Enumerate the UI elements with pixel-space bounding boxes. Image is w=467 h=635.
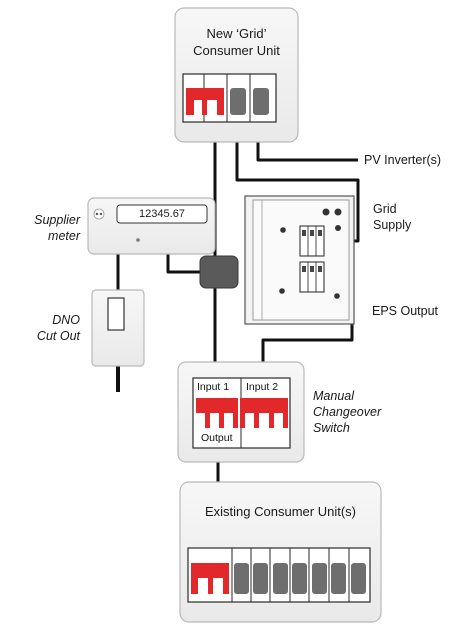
grid-supply-line2: Supply: [373, 218, 412, 232]
changeover-input2-switch: [240, 398, 288, 428]
supplier-meter: [87, 197, 216, 255]
new-cu-title: New ‘Grid’ Consumer Unit: [175, 25, 298, 59]
existing-cu-breaker: [234, 563, 249, 594]
new-cu-title-line1: New ‘Grid’: [206, 26, 267, 41]
dno-cutout-line2: Cut Out: [36, 329, 80, 343]
grid-supply-line1: Grid: [373, 202, 397, 216]
new-cu-breaker-2: [253, 88, 269, 115]
changeover-line2: Changeover: [313, 405, 382, 419]
new-cu-title-line2: Consumer Unit: [193, 43, 280, 58]
inverter-terminal-box: [244, 195, 355, 325]
changeover-label: Manual Changeover Switch: [313, 388, 381, 436]
changeover-input1-switch: [196, 398, 238, 428]
existing-cu-title: Existing Consumer Unit(s): [205, 504, 356, 519]
existing-cu-breaker: [351, 563, 366, 594]
existing-cu-breaker: [331, 563, 346, 594]
dno-cutout-line1: DNO: [52, 313, 80, 327]
changeover-input2-label: Input 2: [246, 381, 279, 393]
wire-pv-inverter: [256, 142, 358, 162]
pv-inverter-label: PV Inverter(s): [364, 153, 442, 167]
new-cu-breaker-1: [230, 88, 246, 115]
existing-cu-breaker: [273, 563, 288, 594]
existing-cu-breaker: [253, 563, 268, 594]
new-consumer-unit: [174, 7, 299, 143]
eps-output-label: EPS Output: [372, 304, 439, 318]
supplier-meter-line2: meter: [48, 229, 80, 243]
changeover-output-label: Output: [201, 432, 233, 444]
supplier-meter-label: Supplier meter: [18, 212, 80, 244]
wire-meter-junction: [166, 254, 202, 274]
changeover-line1: Manual: [313, 389, 354, 403]
meter-reading-display: 12345.67: [139, 208, 185, 220]
existing-cu-main-switch: [191, 563, 229, 594]
changeover-input1-label: Input 1: [197, 381, 230, 393]
existing-cu-breaker: [312, 563, 327, 594]
grid-supply-label: Grid Supply: [373, 201, 411, 233]
changeover-switch: [177, 361, 305, 463]
supplier-meter-line1: Supplier: [34, 213, 80, 227]
new-cu-main-switch: [186, 88, 224, 115]
dno-cutout-label: DNO Cut Out: [18, 312, 80, 344]
existing-consumer-unit: [179, 481, 382, 623]
dno-cutout: [91, 289, 145, 367]
existing-cu-breaker: [292, 563, 307, 594]
changeover-line3: Switch: [313, 421, 350, 435]
junction-box: [199, 255, 239, 289]
